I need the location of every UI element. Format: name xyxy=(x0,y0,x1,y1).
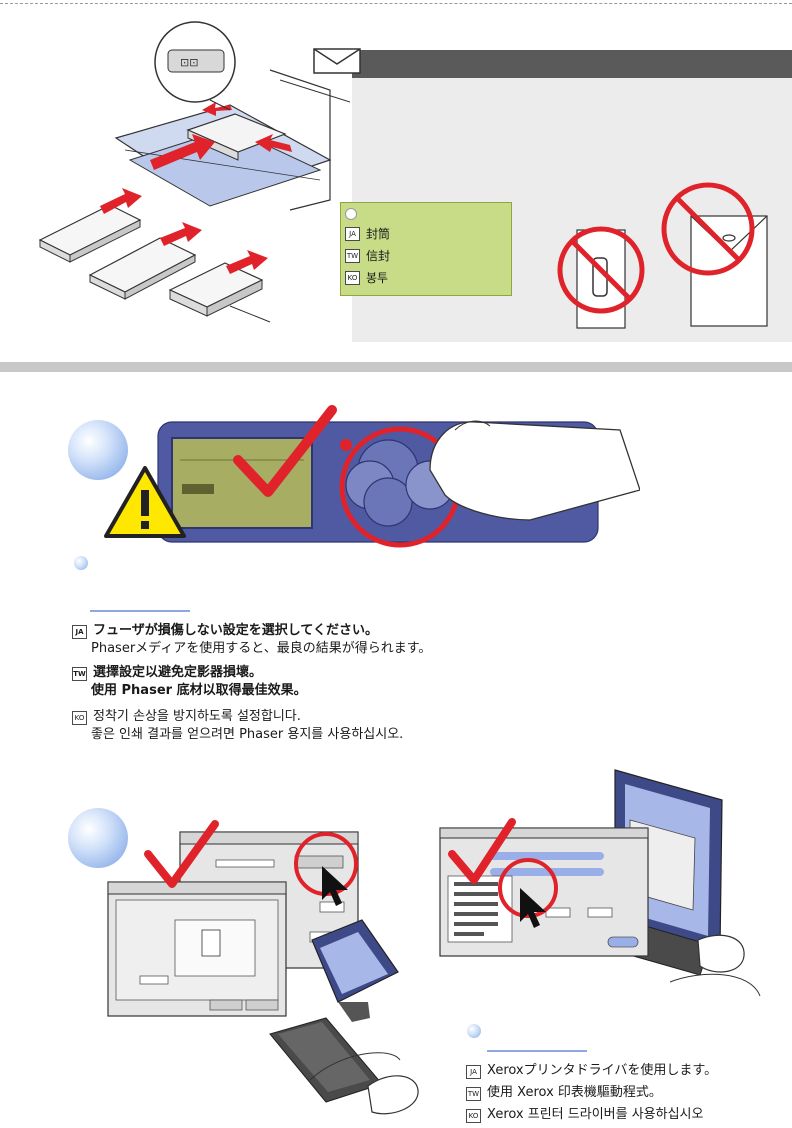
label-row-ja: JA 封筒 xyxy=(345,225,390,242)
top-dashed-line xyxy=(0,3,792,4)
envelope-label-ja: 封筒 xyxy=(366,227,391,241)
step-2-bullet xyxy=(467,1024,481,1038)
step-1-line-6: 좋은 인쇄 결과를 얻으려면 Phaser 용지를 사용하십시오. xyxy=(91,727,404,742)
envelope-label-ko: 봉투 xyxy=(366,271,389,285)
step-1-line-2: Phaserメディアを使用すると、最良の結果が得られます。 xyxy=(91,641,432,656)
envelope-header-bar xyxy=(352,50,792,78)
step-1-bullet xyxy=(74,556,88,570)
envelope-tray-illustration: ⊡⊡ xyxy=(38,21,350,323)
step-1-rule xyxy=(90,610,190,612)
envelope-icon xyxy=(313,48,361,74)
step-1-badge xyxy=(68,420,128,480)
label-row-ko: KO 봉투 xyxy=(345,269,388,286)
envelope-language-box: JA 封筒 TW 信封 KO 봉투 xyxy=(340,202,512,296)
control-panel-illustration xyxy=(157,405,640,548)
windows-driver-illustration xyxy=(107,820,419,1115)
envelope-label-tw: 信封 xyxy=(366,249,391,263)
green-box-bullet xyxy=(345,208,357,220)
prohibited-window-envelope-icon xyxy=(557,226,645,329)
warning-icon xyxy=(104,466,186,538)
lang-tag-tw: TW xyxy=(345,248,360,263)
label-row-tw: TW 信封 xyxy=(345,247,390,264)
step-1-line-4: 使用 Phaser 底材以取得最佳效果。 xyxy=(91,683,307,698)
mac-driver-illustration xyxy=(439,769,761,997)
step-2-rule xyxy=(487,1050,587,1052)
step-2-badge xyxy=(68,808,128,868)
lang-tag-ja: JA xyxy=(345,226,360,241)
section-divider xyxy=(0,362,792,372)
svg-text:⊡⊡: ⊡⊡ xyxy=(180,56,198,69)
lang-tag-ko: KO xyxy=(345,270,360,285)
prohibited-clasp-envelope-icon xyxy=(661,182,768,327)
